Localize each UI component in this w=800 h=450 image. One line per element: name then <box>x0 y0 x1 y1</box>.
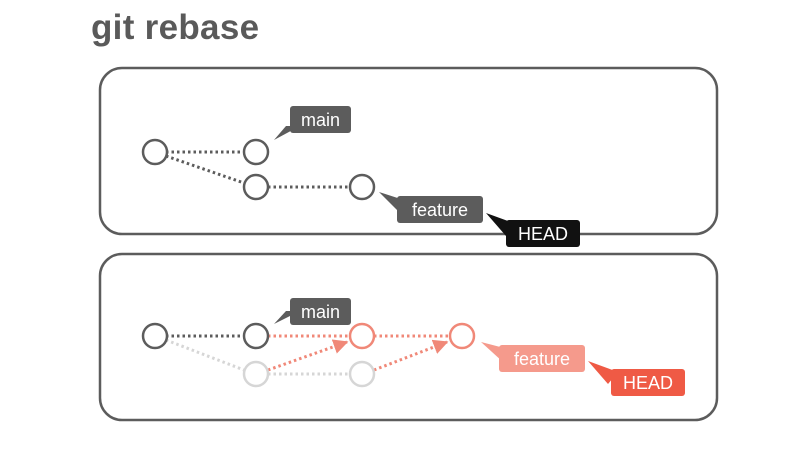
commit-main-after <box>242 322 270 350</box>
branch-label-main: main <box>274 106 351 140</box>
commit-old-feature-2 <box>348 360 376 388</box>
branch-label-feature-after: feature <box>481 342 585 372</box>
commit-root-after <box>141 322 169 350</box>
head-label-after: HEAD <box>588 361 685 396</box>
before-panel <box>98 66 719 236</box>
svg-text:main: main <box>301 110 340 130</box>
svg-text:feature: feature <box>412 200 468 220</box>
svg-text:HEAD: HEAD <box>518 224 568 244</box>
commit-main <box>242 138 270 166</box>
arrow-old-feature-2-to-rebased-2 <box>373 339 449 372</box>
branch-label-main-after: main <box>274 298 351 325</box>
edge-root-to-old-feature <box>165 338 245 372</box>
svg-text:HEAD: HEAD <box>623 373 673 393</box>
commit-root <box>141 138 169 166</box>
edge-root-to-feature-1 <box>165 154 245 185</box>
commit-feature-2 <box>348 173 376 201</box>
commit-rebased-1 <box>348 322 376 350</box>
head-label: HEAD <box>486 213 580 247</box>
commit-feature-1 <box>242 173 270 201</box>
diagram-title: git rebase <box>91 8 260 47</box>
svg-text:feature: feature <box>514 349 570 369</box>
svg-text:main: main <box>301 302 340 322</box>
after-panel <box>98 252 719 422</box>
branch-label-feature: feature <box>379 192 483 223</box>
arrow-old-feature-1-to-rebased-1 <box>267 339 349 372</box>
commit-rebased-2 <box>448 322 476 350</box>
commit-old-feature-1 <box>242 360 270 388</box>
